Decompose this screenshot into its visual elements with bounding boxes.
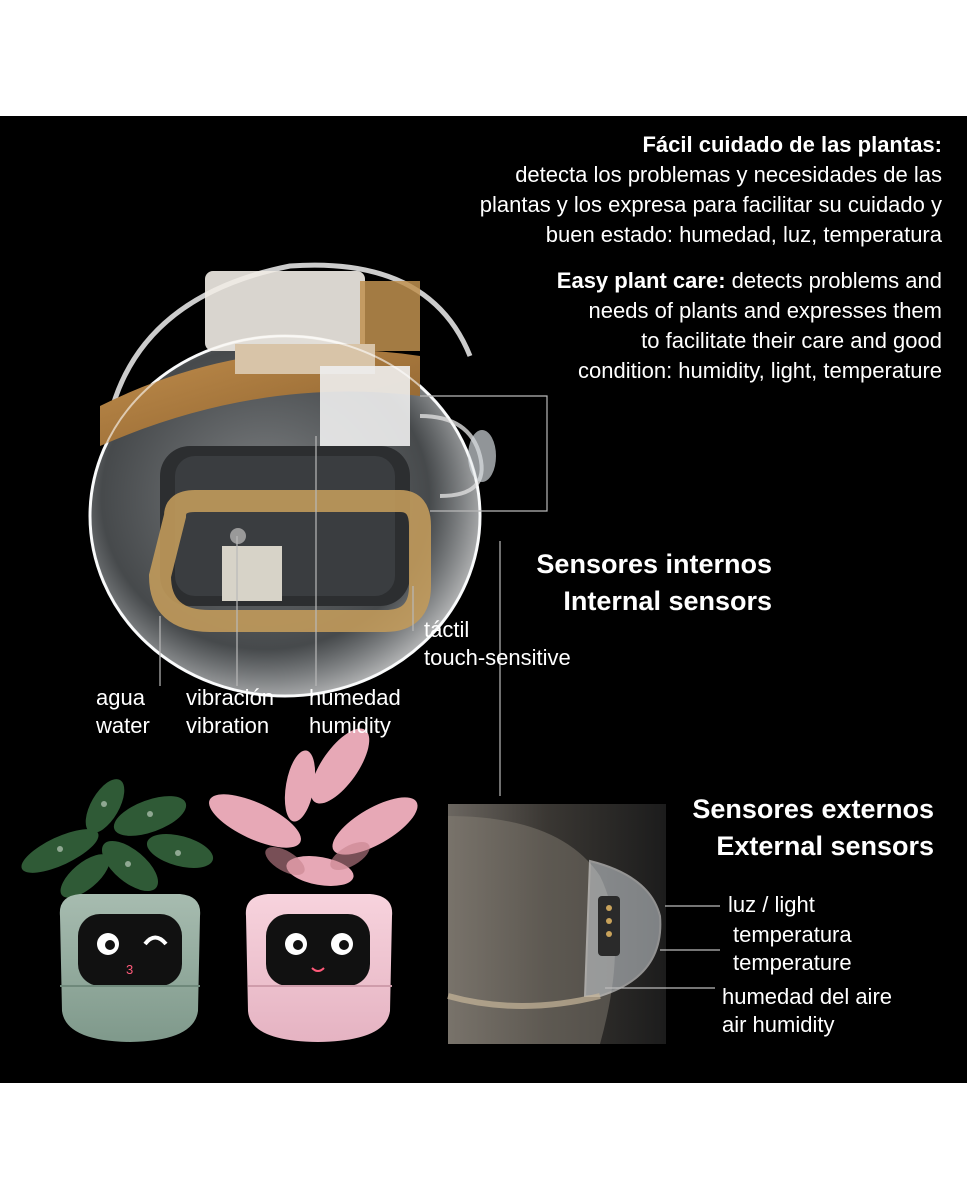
water-label-es: agua: [96, 685, 145, 710]
vibration-label-en: vibration: [186, 713, 270, 738]
care-line: needs of plants and expresses them: [588, 298, 942, 323]
care-title-es: Fácil cuidado de las plantas:: [642, 132, 942, 157]
external-title-es: Sensores externos: [692, 794, 934, 824]
vibration-label-es: vibración: [186, 685, 275, 710]
air-humidity-label: humedad del aire air humidity: [722, 983, 892, 1039]
pink-plant-pot: [209, 728, 418, 1042]
care-description-es: Fácil cuidado de las plantas: detecta lo…: [480, 130, 942, 250]
product-infographic: 3 Fácil cui: [0, 116, 967, 1083]
care-description-en: Easy plant care: detects problems and ne…: [557, 266, 942, 386]
vibration-label: vibración vibration: [186, 684, 274, 740]
touch-label: táctil touch-sensitive: [424, 616, 571, 672]
light-label: luz / light: [728, 892, 815, 917]
humidity-label-es: humedad: [309, 685, 401, 710]
humidity-label: humedad humidity: [309, 684, 401, 740]
illustration: 3: [21, 262, 720, 1044]
internal-callout-lines: [159, 395, 548, 796]
care-line: plantas y los expresa para facilitar su …: [479, 192, 942, 217]
external-callout-lines: [605, 905, 720, 989]
external-sensors-heading: Sensores externos External sensors: [692, 791, 934, 865]
temperature-label: temperatura temperature: [733, 921, 852, 977]
external-title-en: External sensors: [716, 831, 934, 861]
care-line: buen estado: humedad, luz, temperatura: [545, 222, 942, 247]
external-sensor-zoom: [447, 804, 666, 1044]
care-title-en: Easy plant care:: [556, 268, 726, 293]
touch-label-es: táctil: [424, 617, 470, 642]
svg-text:3: 3: [126, 962, 133, 977]
water-label: agua water: [96, 684, 150, 740]
water-label-en: water: [96, 713, 150, 738]
temperature-label-en: temperature: [733, 950, 852, 975]
care-line: to facilitate their care and good: [641, 328, 942, 353]
internal-title-en: Internal sensors: [563, 586, 772, 616]
care-line: detecta los problemas y necesidades de l…: [515, 162, 942, 187]
care-line: detects problems and: [725, 268, 942, 293]
temperature-label-es: temperatura: [733, 922, 852, 947]
touch-label-en: touch-sensitive: [424, 645, 571, 670]
green-plant-pot: 3: [21, 779, 214, 1042]
air-humidity-label-es: humedad del aire: [722, 984, 893, 1009]
humidity-label-en: humidity: [309, 713, 391, 738]
air-humidity-label-en: air humidity: [722, 1012, 835, 1037]
sensor-device-transparent: [88, 262, 496, 698]
internal-title-es: Sensores internos: [536, 549, 772, 579]
care-line: condition: humidity, light, temperature: [578, 358, 942, 383]
internal-sensors-heading: Sensores internos Internal sensors: [536, 546, 772, 620]
